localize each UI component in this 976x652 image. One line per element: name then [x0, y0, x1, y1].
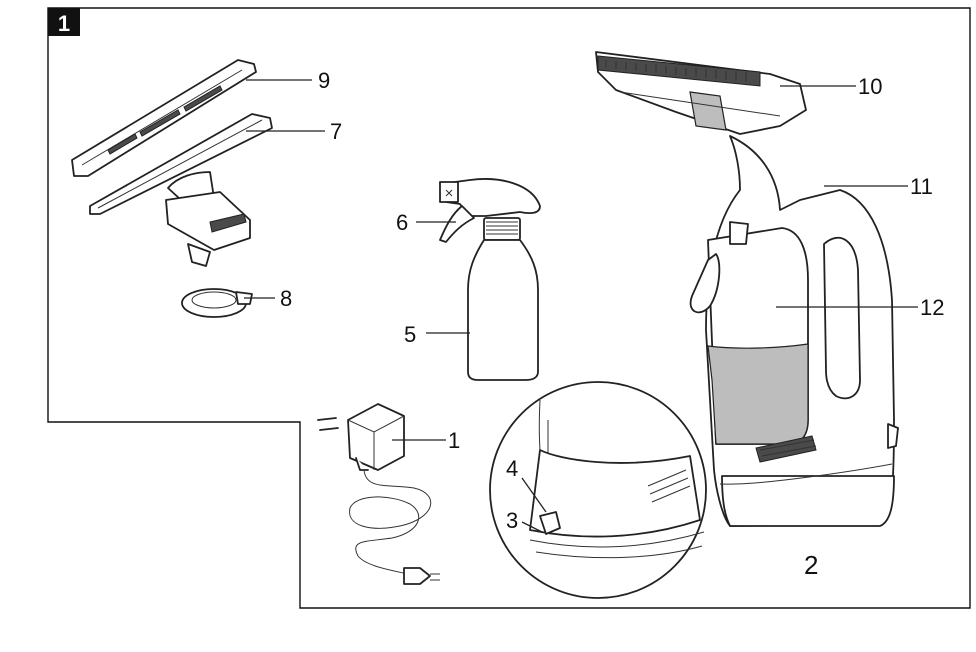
clip-ring: [181, 288, 253, 318]
callout-11: 11: [910, 174, 933, 199]
callout-10: 10: [858, 74, 882, 99]
callout-3: 3: [506, 508, 518, 533]
spray-trigger-head: [439, 178, 541, 217]
spray-trigger: [439, 205, 475, 243]
callout-4: 4: [506, 456, 518, 481]
callout-6: 6: [396, 210, 408, 235]
figure-badge: 1: [58, 11, 70, 36]
callout-12: 12: [920, 295, 944, 320]
squeegee-head-assembly: [71, 59, 273, 267]
detail-magnifier: [489, 381, 707, 599]
callout-7: 7: [330, 119, 342, 144]
callout-8: 8: [280, 286, 292, 311]
badge-box: [48, 8, 80, 36]
callout-5: 5: [404, 322, 416, 347]
callout-9: 9: [318, 68, 330, 93]
blade-holder-base: [165, 191, 251, 251]
spray-bottle: [439, 178, 541, 381]
window-vacuum-unit: [595, 51, 899, 527]
spray-bottle-body: [467, 239, 539, 381]
charger-plug: [403, 567, 431, 585]
charger: [317, 403, 440, 585]
leader-4: [521, 477, 547, 513]
leader-3: [521, 521, 543, 533]
diagram-frame: [47, 7, 971, 609]
vacuum-base: [721, 475, 895, 527]
charger-body: [347, 403, 405, 471]
callout-1: 1: [448, 428, 460, 453]
charger-cable: [349, 469, 432, 575]
section-number: 2: [804, 550, 818, 580]
vacuum-handle-grip: [823, 236, 861, 400]
